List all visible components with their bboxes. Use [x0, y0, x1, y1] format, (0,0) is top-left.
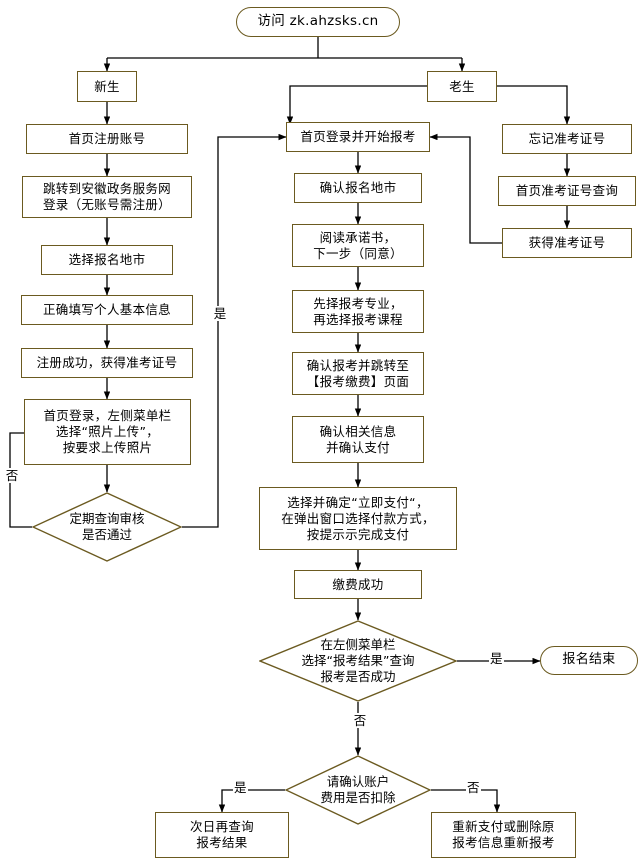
main-step-login-and-start[interactable]: 首页登录并开始报考	[286, 122, 430, 152]
start-node[interactable]: 访问 zk.ahzsks.cn	[236, 7, 400, 37]
diamond-shape-result	[259, 620, 457, 702]
decision-result-label: 在左侧菜单栏 选择“报考结果”查询 报考是否成功	[301, 636, 415, 685]
new-step-register-account[interactable]: 首页注册账号	[26, 124, 188, 154]
diamond-shape-fee	[285, 755, 431, 825]
main-step-confirm-and-jump-payment[interactable]: 确认报考并跳转至 【报考缴费】页面	[292, 352, 424, 395]
decision-review-label: 定期查询审核 是否通过	[69, 510, 145, 542]
end-node[interactable]: 报名结束	[540, 646, 638, 675]
old-step-get-ticket-number[interactable]: 获得准考证号	[502, 228, 632, 258]
decision-registration-result[interactable]: 在左侧菜单栏 选择“报考结果”查询 报考是否成功	[259, 620, 457, 702]
edge-label-fee-no: 否	[466, 780, 481, 795]
new-step-fill-info[interactable]: 正确填写个人基本信息	[21, 295, 193, 325]
branch-new-student[interactable]: 新生	[77, 71, 137, 102]
decision-fee-deducted[interactable]: 请确认账户 费用是否扣除	[285, 755, 431, 825]
edge-label-result-yes: 是	[489, 651, 504, 666]
fee-yes-target-query-next-day[interactable]: 次日再查询 报考结果	[155, 812, 289, 858]
main-step-pay-now-dialog[interactable]: 选择并确定“立即支付“， 在弹出窗口选择付款方式， 按提示示完成支付	[259, 487, 457, 550]
decision-fee-label: 请确认账户 费用是否扣除	[320, 773, 396, 805]
fee-no-target-repay-or-delete[interactable]: 重新支付或删除原 报考信息重新报考	[431, 812, 576, 858]
main-step-confirm-info-and-pay[interactable]: 确认相关信息 并确认支付	[292, 416, 424, 463]
old-step-home-ticket-query[interactable]: 首页准考证号查询	[498, 176, 636, 206]
edge-label-result-no: 否	[351, 713, 367, 728]
main-step-read-commitment[interactable]: 阅读承诺书， 下一步（同意）	[292, 224, 424, 267]
edge-label-review-yes: 是	[211, 306, 227, 321]
main-step-select-major-courses[interactable]: 先择报考专业， 再选择报考课程	[292, 290, 424, 333]
new-step-select-city[interactable]: 选择报名地市	[41, 245, 173, 275]
new-step-photo-upload[interactable]: 首页登录，左侧菜单栏 选择“照片上传”， 按要求上传照片	[24, 399, 191, 465]
branch-old-student[interactable]: 老生	[427, 71, 497, 102]
new-step-jump-to-portal[interactable]: 跳转到安徽政务服务网 登录（无账号需注册）	[22, 176, 192, 218]
main-step-payment-success[interactable]: 缴费成功	[294, 570, 422, 599]
main-step-confirm-city[interactable]: 确认报名地市	[294, 173, 422, 203]
old-step-forgot-ticket-number[interactable]: 忘记准考证号	[502, 124, 632, 154]
edge-label-fee-yes: 是	[233, 780, 248, 795]
edge-label-review-no: 否	[3, 468, 19, 483]
decision-review-passed[interactable]: 定期查询审核 是否通过	[32, 492, 182, 562]
new-step-register-success[interactable]: 注册成功，获得准考证号	[21, 348, 193, 378]
diamond-shape-review	[32, 492, 182, 562]
